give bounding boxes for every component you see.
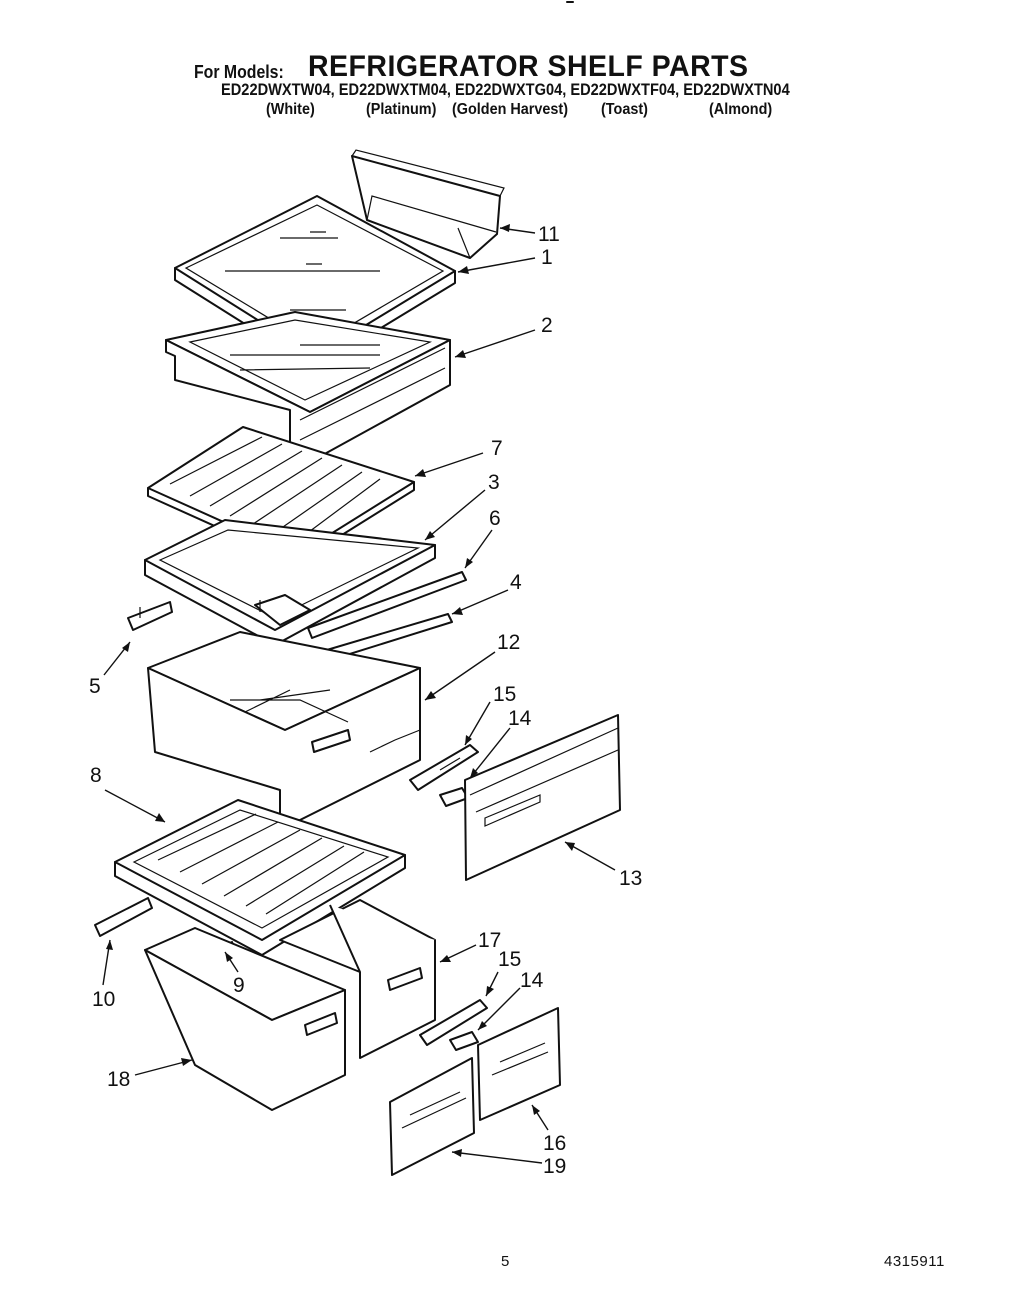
callout-4: 4 <box>510 571 522 594</box>
part-17-right-pan <box>279 899 436 1059</box>
part-3-crisper-cover-frame <box>144 519 436 646</box>
part-16-right-front <box>477 1007 561 1121</box>
callout-6: 6 <box>489 507 501 530</box>
callout-18: 18 <box>107 1068 130 1091</box>
callout-17: 17 <box>478 929 501 952</box>
callout-12: 12 <box>497 631 520 654</box>
callout-14-lower: 14 <box>520 969 544 992</box>
part-11-door-bin <box>351 149 505 259</box>
part-19-left-front <box>389 1057 475 1176</box>
callout-1: 1 <box>541 246 553 269</box>
model-numbers: ED22DWXTW04, ED22DWXTM04, ED22DWXTG04, E… <box>221 80 790 99</box>
part-12-crisper-pan <box>147 631 421 831</box>
part-15-bracket-lower <box>419 999 488 1046</box>
for-models-label: For Models: <box>194 62 284 82</box>
document-number: 4315911 <box>884 1253 945 1270</box>
callout-14-upper: 14 <box>508 707 532 730</box>
callout-3: 3 <box>488 471 500 494</box>
callout-2: 2 <box>541 314 553 337</box>
callout-5: 5 <box>89 675 101 698</box>
callout-11: 11 <box>538 223 560 246</box>
callout-19: 19 <box>543 1155 566 1178</box>
callout-8: 8 <box>90 764 102 787</box>
callout-15-lower: 15 <box>498 948 521 971</box>
color-white: (White) <box>266 101 315 118</box>
part-15-bracket-upper <box>409 744 479 791</box>
page-number: 5 <box>501 1253 510 1270</box>
part-2-pan-cover-frame <box>165 311 451 463</box>
page-title: REFRIGERATOR SHELF PARTS <box>308 50 749 83</box>
part-13-crisper-front <box>464 714 621 881</box>
callout-15-upper: 15 <box>493 683 516 706</box>
part-5-slide <box>127 601 173 631</box>
callout-9: 9 <box>233 974 245 997</box>
part-6-rail <box>307 571 467 639</box>
color-platinum: (Platinum) <box>366 101 437 118</box>
callout-7: 7 <box>491 437 503 460</box>
color-golden-harvest: (Golden Harvest) <box>452 101 569 118</box>
callout-numbers: 11 1 2 7 3 6 4 5 12 15 14 13 8 10 9 17 1… <box>89 223 642 1178</box>
callout-13: 13 <box>619 867 642 890</box>
callout-16: 16 <box>543 1132 566 1155</box>
part-18-left-pan <box>144 927 346 1111</box>
color-toast: (Toast) <box>601 101 648 118</box>
color-almond: (Almond) <box>709 101 773 118</box>
part-10-slide <box>94 897 153 937</box>
part-14-clip-upper <box>439 787 469 807</box>
part-14-clip-lower <box>449 1031 479 1051</box>
callout-10: 10 <box>92 988 115 1011</box>
leader-lines <box>102 224 616 1164</box>
